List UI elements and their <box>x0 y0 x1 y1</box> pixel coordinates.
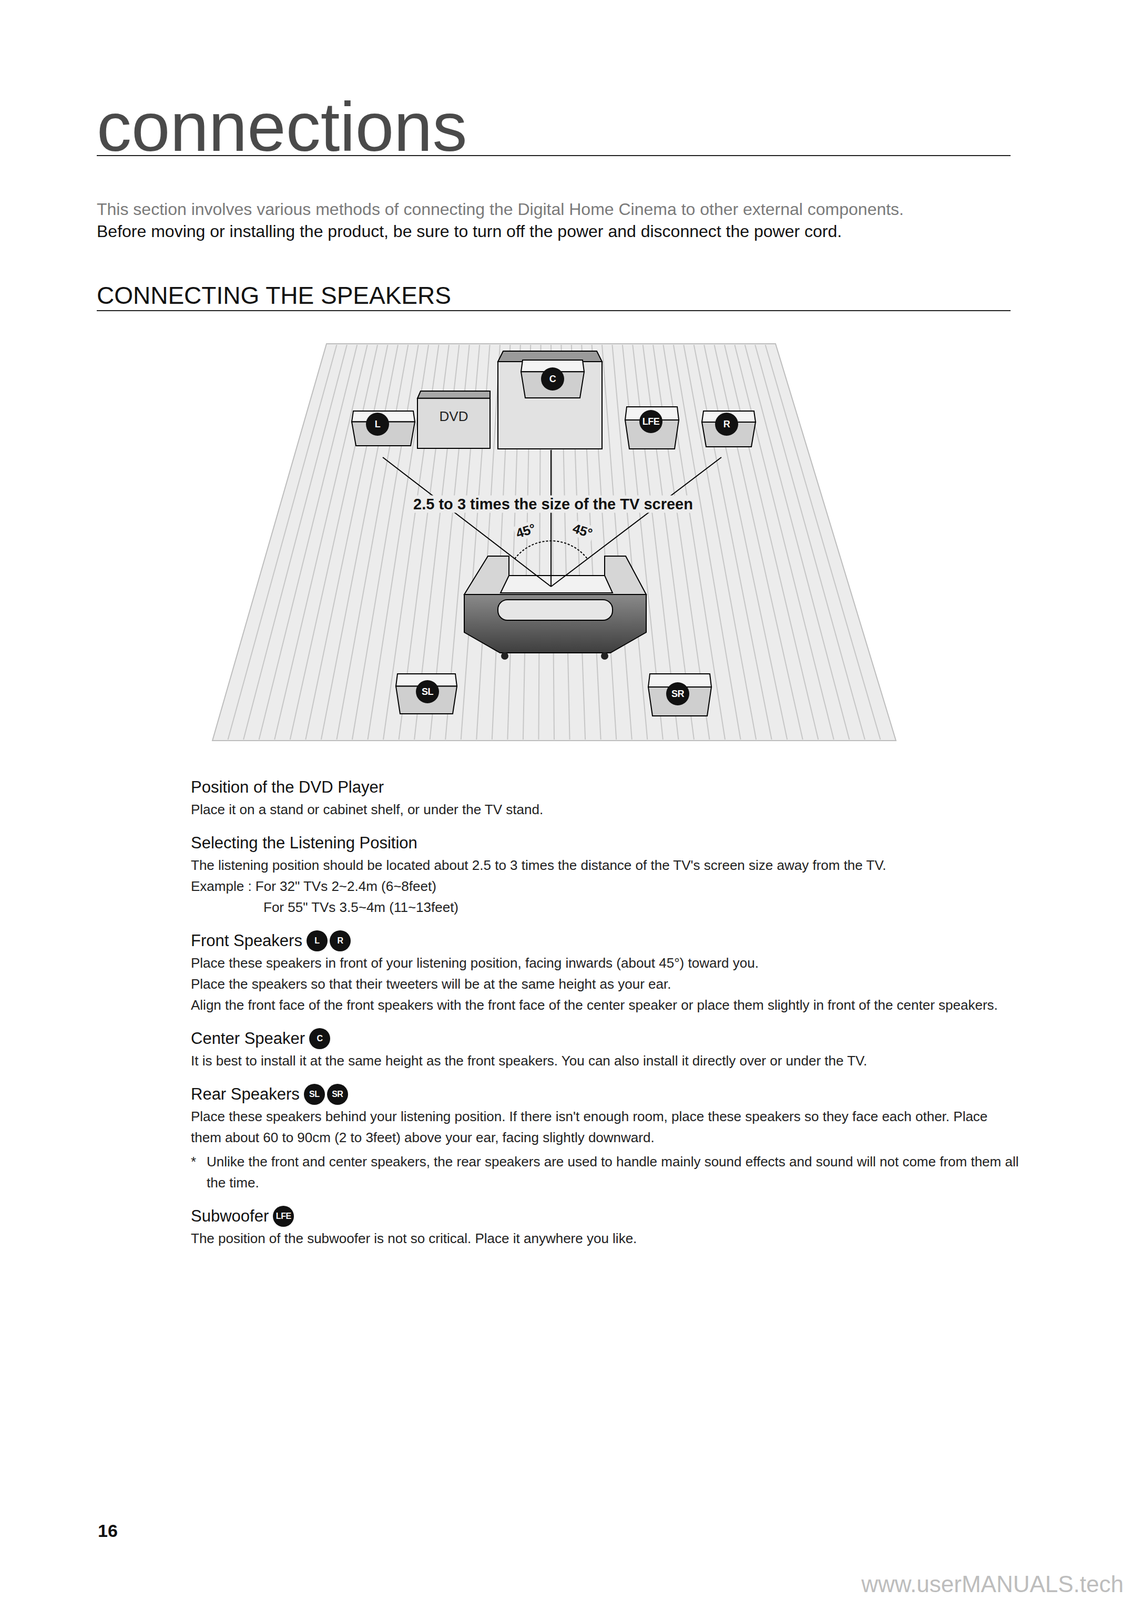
channel-badge: SL <box>415 680 440 704</box>
note-row: *Unlike the front and center speakers, t… <box>190 1151 1019 1194</box>
sofa-front <box>464 594 647 654</box>
speaker: C <box>520 359 585 400</box>
floor-plank-line <box>243 344 348 740</box>
channel-icon: R <box>329 930 351 952</box>
note-text: Unlike the front and center speakers, th… <box>206 1151 1019 1194</box>
speaker: L <box>351 410 416 447</box>
body-text: Align the front face of the front speake… <box>190 994 1019 1016</box>
section-heading: CONNECTING THE SPEAKERS <box>96 283 452 308</box>
device-label: DVD <box>439 408 469 425</box>
heading-row: Front SpeakersLR <box>190 929 1019 953</box>
channel-badge: C <box>541 367 565 391</box>
floor-plank-line <box>228 344 338 740</box>
heading-rule <box>96 310 1011 312</box>
body-text: The listening position should be located… <box>190 854 1019 876</box>
body-text: Place the speakers so that their tweeter… <box>190 973 1019 995</box>
floor-plank-line <box>290 344 378 740</box>
floor-plank-line <box>259 344 358 740</box>
floor-plank-line <box>745 344 850 740</box>
channel-icon: C <box>309 1028 331 1050</box>
leader-line <box>382 457 552 587</box>
subheading: Center Speaker <box>190 1027 305 1051</box>
body-text: Place these speakers in front of your li… <box>190 952 1019 974</box>
watermark: www.userMANUALS.tech <box>861 1572 1124 1598</box>
body-text: Example : For 32" TVs 2~2.4m (6~8feet) <box>190 875 1019 897</box>
body-text: Place these speakers behind your listeni… <box>190 1106 1019 1149</box>
leader-line <box>551 457 722 587</box>
subheading: Selecting the Listening Position <box>190 831 1019 855</box>
intro-text: This section involves various methods of… <box>96 198 904 220</box>
channel-badge: L <box>365 412 390 436</box>
dvd-top <box>417 391 491 399</box>
channel-icon: L <box>306 930 328 952</box>
channel-badge: LFE <box>639 410 663 434</box>
subheading: Rear Speakers <box>190 1083 300 1107</box>
leader-line <box>550 450 552 587</box>
heading-row: SubwooferLFE <box>190 1205 1019 1229</box>
floor-plank-line <box>321 344 399 740</box>
floor-plank-line <box>704 344 788 740</box>
sofa-foot <box>501 652 509 660</box>
page-number: 16 <box>97 1521 118 1542</box>
distance-label: 2.5 to 3 times the size of the TV screen <box>410 495 697 514</box>
heading-row: Center SpeakerC <box>190 1027 1019 1051</box>
warning-text: Before moving or installing the product,… <box>96 220 842 242</box>
body-text: It is best to install it at the same hei… <box>190 1050 1019 1072</box>
floor-plank-line <box>734 344 834 740</box>
subheading: Front Speakers <box>190 929 303 953</box>
sofa-top <box>464 556 647 595</box>
floor-plank-line <box>612 344 648 740</box>
body-text-column: Position of the DVD PlayerPlace it on a … <box>190 776 1019 1250</box>
floor-plank-line <box>274 344 367 740</box>
heading-row: Rear SpeakersSLSR <box>190 1083 1019 1107</box>
floor <box>212 343 896 741</box>
body-text: Place it on a stand or cabinet shelf, or… <box>190 799 1019 821</box>
speaker: SL <box>395 672 458 716</box>
floor-plank-line <box>755 344 865 740</box>
floor-planks <box>228 344 881 740</box>
sofa-foot <box>600 652 609 660</box>
channel-icon: SL <box>303 1084 325 1106</box>
speaker: SR <box>647 672 712 718</box>
sofa-cushion <box>497 599 613 621</box>
channel-icon: SR <box>327 1084 349 1106</box>
speaker: LFE <box>624 405 680 451</box>
dvd-player: DVD <box>416 390 492 450</box>
floor-plank-line <box>714 344 803 740</box>
subheading: Position of the DVD Player <box>190 776 1019 800</box>
note-mark: * <box>190 1151 207 1194</box>
channel-icon: LFE <box>272 1206 294 1228</box>
channel-badge: SR <box>666 682 690 706</box>
body-text: For 55" TVs 3.5~4m (11~13feet) <box>190 896 1019 919</box>
dvd-front <box>417 398 491 449</box>
channel-badge: R <box>715 412 739 436</box>
body-text: The position of the subwoofer is not so … <box>190 1228 1019 1250</box>
angle-arc <box>514 541 588 559</box>
tv-box <box>497 351 603 450</box>
floor-plank-line <box>765 344 881 740</box>
sofa <box>464 556 647 660</box>
speaker: R <box>701 410 757 448</box>
floor-plank-line <box>602 344 632 740</box>
sofa-back <box>500 575 613 594</box>
page-title: connections <box>96 92 467 162</box>
subheading: Subwoofer <box>190 1205 269 1229</box>
tv-front <box>497 361 603 450</box>
floor-plank-line <box>305 344 388 740</box>
